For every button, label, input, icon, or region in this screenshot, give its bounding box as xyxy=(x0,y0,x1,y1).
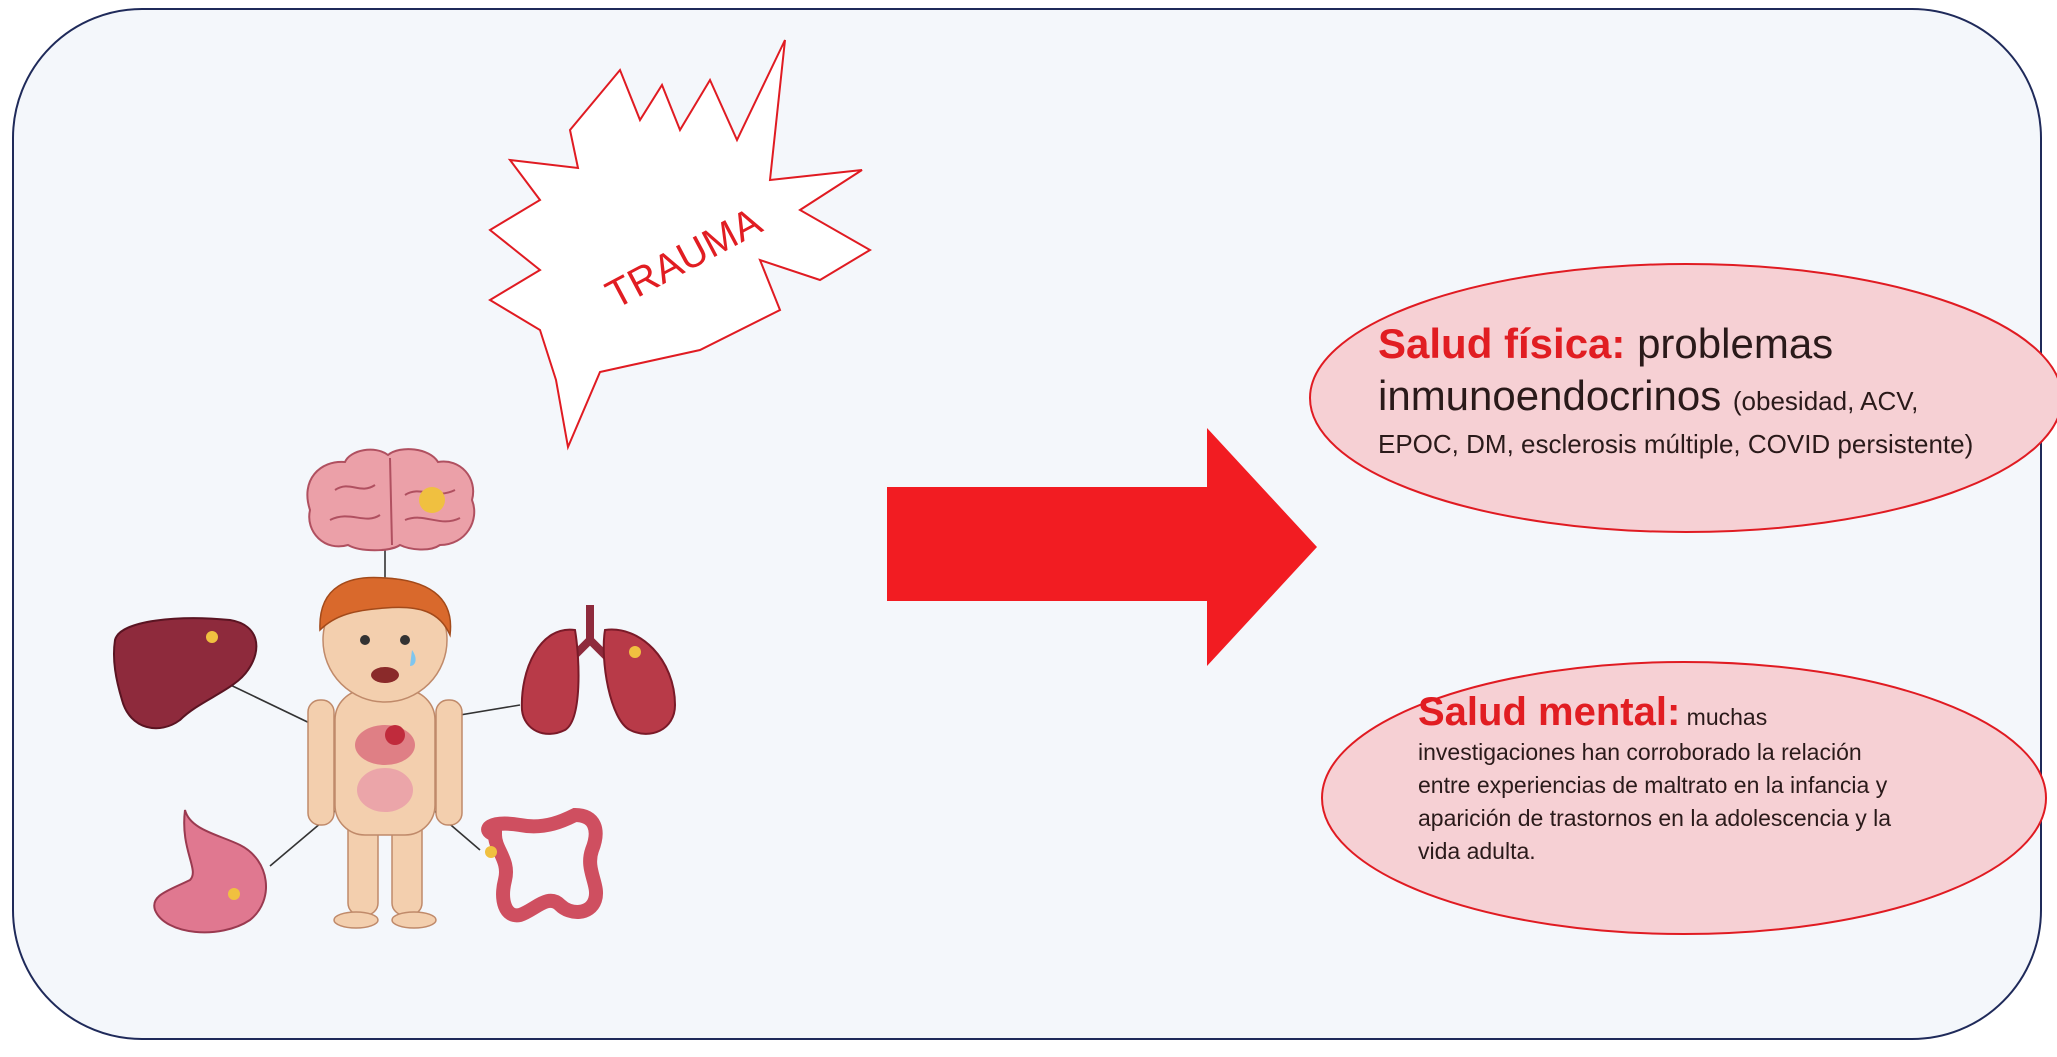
mental-health-body-4: vida adulta. xyxy=(1418,838,1536,864)
mental-health-title: Salud mental: xyxy=(1418,690,1681,734)
mental-health-body-1: investigaciones han corroborado la relac… xyxy=(1418,739,1862,765)
liver-icon xyxy=(112,617,258,730)
physical-health-detail-2: EPOC, DM, esclerosis múltiple, COVID per… xyxy=(1378,429,1974,459)
trauma-starburst: TRAUMA xyxy=(488,39,872,451)
mental-health-ellipse xyxy=(1321,661,2047,935)
physical-health-lead: problemas xyxy=(1637,320,1834,367)
stomach-icon xyxy=(153,809,267,934)
intestine-icon xyxy=(481,807,604,923)
physical-health-line2: inmunoendocrinos xyxy=(1378,372,1722,419)
mental-health-body-2: entre experiencias de maltrato en la inf… xyxy=(1418,772,1888,798)
physical-health-title: Salud física: xyxy=(1378,320,1626,367)
physical-health-text: Salud física: problemas inmunoendocrinos… xyxy=(1378,318,1998,466)
lungs-icon xyxy=(520,605,677,735)
child-icon xyxy=(307,576,463,929)
physical-health-detail-1: (obesidad, ACV, xyxy=(1732,386,1919,416)
brain-icon xyxy=(306,448,476,552)
starburst-icon xyxy=(488,39,872,451)
mental-health-text: Salud mental: muchas investigaciones han… xyxy=(1418,688,1978,868)
arrow-right-icon xyxy=(887,428,1317,666)
physical-health-ellipse xyxy=(1309,263,2057,533)
mental-health-lead: muchas xyxy=(1686,704,1768,730)
mental-health-body-3: aparición de trastornos en la adolescenc… xyxy=(1418,805,1892,831)
